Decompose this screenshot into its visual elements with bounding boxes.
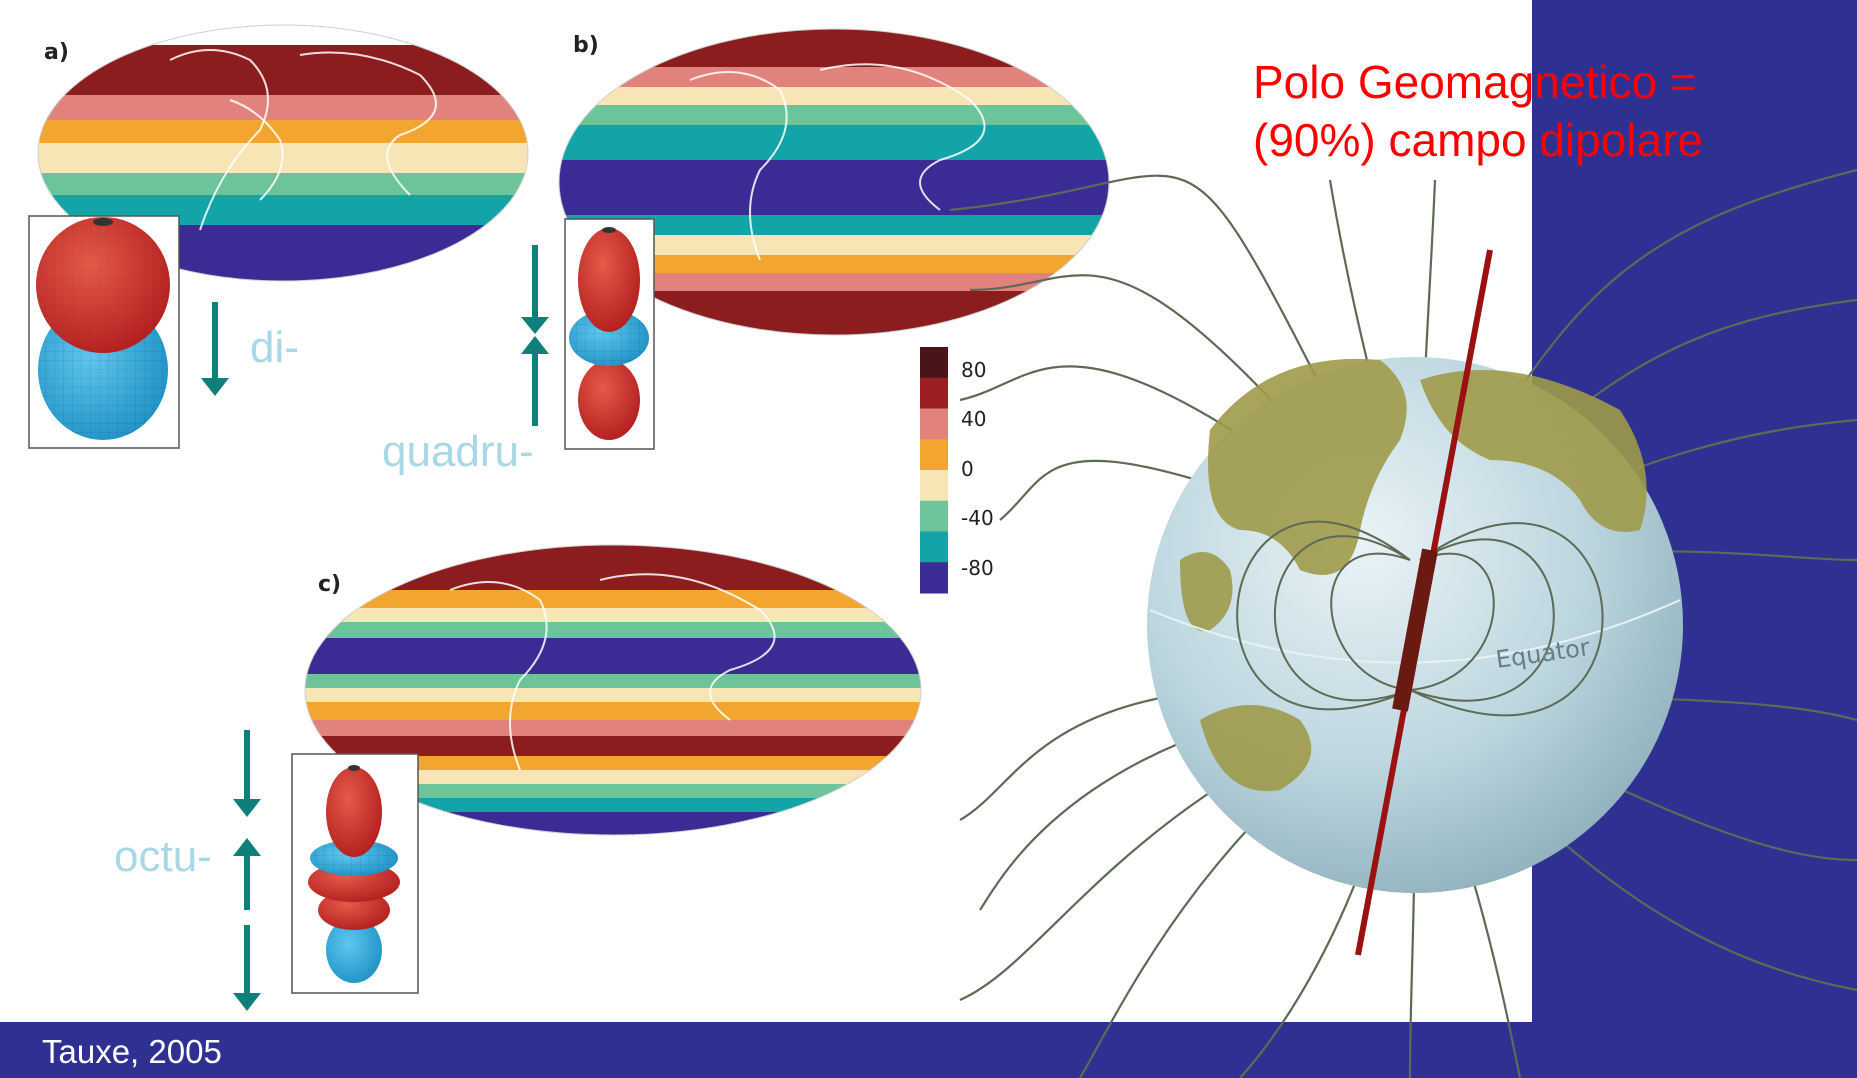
octupole-label: octu-	[114, 832, 212, 881]
colorbar-tick-minus40: -40	[961, 506, 994, 530]
octupole-arrow-bottom	[233, 925, 261, 1011]
quadrupole-arrow-up	[521, 336, 549, 426]
colorbar-swatch	[920, 531, 948, 563]
colorbar-tick-40: 40	[961, 407, 987, 431]
pole-label-line-2: (90%) campo dipolare	[1253, 114, 1704, 166]
colorbar-tick-0: 0	[961, 457, 974, 481]
panel-c-label: c)	[318, 572, 342, 597]
quadrupole-label: quadru-	[382, 427, 534, 476]
colorbar-swatch	[920, 408, 948, 440]
colorbar-tick-80: 80	[961, 358, 987, 382]
panel-b-label: b)	[573, 33, 599, 58]
octupole-arrow-middle	[233, 838, 261, 910]
colorbar	[920, 347, 948, 594]
colorbar-swatch	[920, 500, 948, 532]
quadrupole-arrow-down	[521, 245, 549, 334]
colorbar-swatch	[920, 562, 948, 594]
colorbar-swatch	[920, 347, 948, 379]
colorbar-swatch	[920, 470, 948, 502]
dipole-arrow	[201, 302, 229, 396]
pole-label: Polo Geomagnetico = (90%) campo dipolare	[1253, 53, 1703, 169]
dipole-label: di-	[250, 323, 299, 372]
inset-dipole	[28, 215, 180, 449]
geomagnetic-axis	[1355, 249, 1493, 956]
colorbar-tick-minus80: -80	[961, 556, 994, 580]
inset-quadrupole	[564, 218, 655, 450]
pole-label-line-1: Polo Geomagnetico =	[1253, 56, 1697, 108]
citation: Tauxe, 2005	[42, 1033, 222, 1070]
panel-a-label: a)	[44, 40, 69, 65]
colorbar-swatch	[920, 377, 948, 409]
inset-octupole	[291, 753, 419, 994]
octupole-arrow-top	[233, 730, 261, 817]
colorbar-swatch	[920, 439, 948, 471]
